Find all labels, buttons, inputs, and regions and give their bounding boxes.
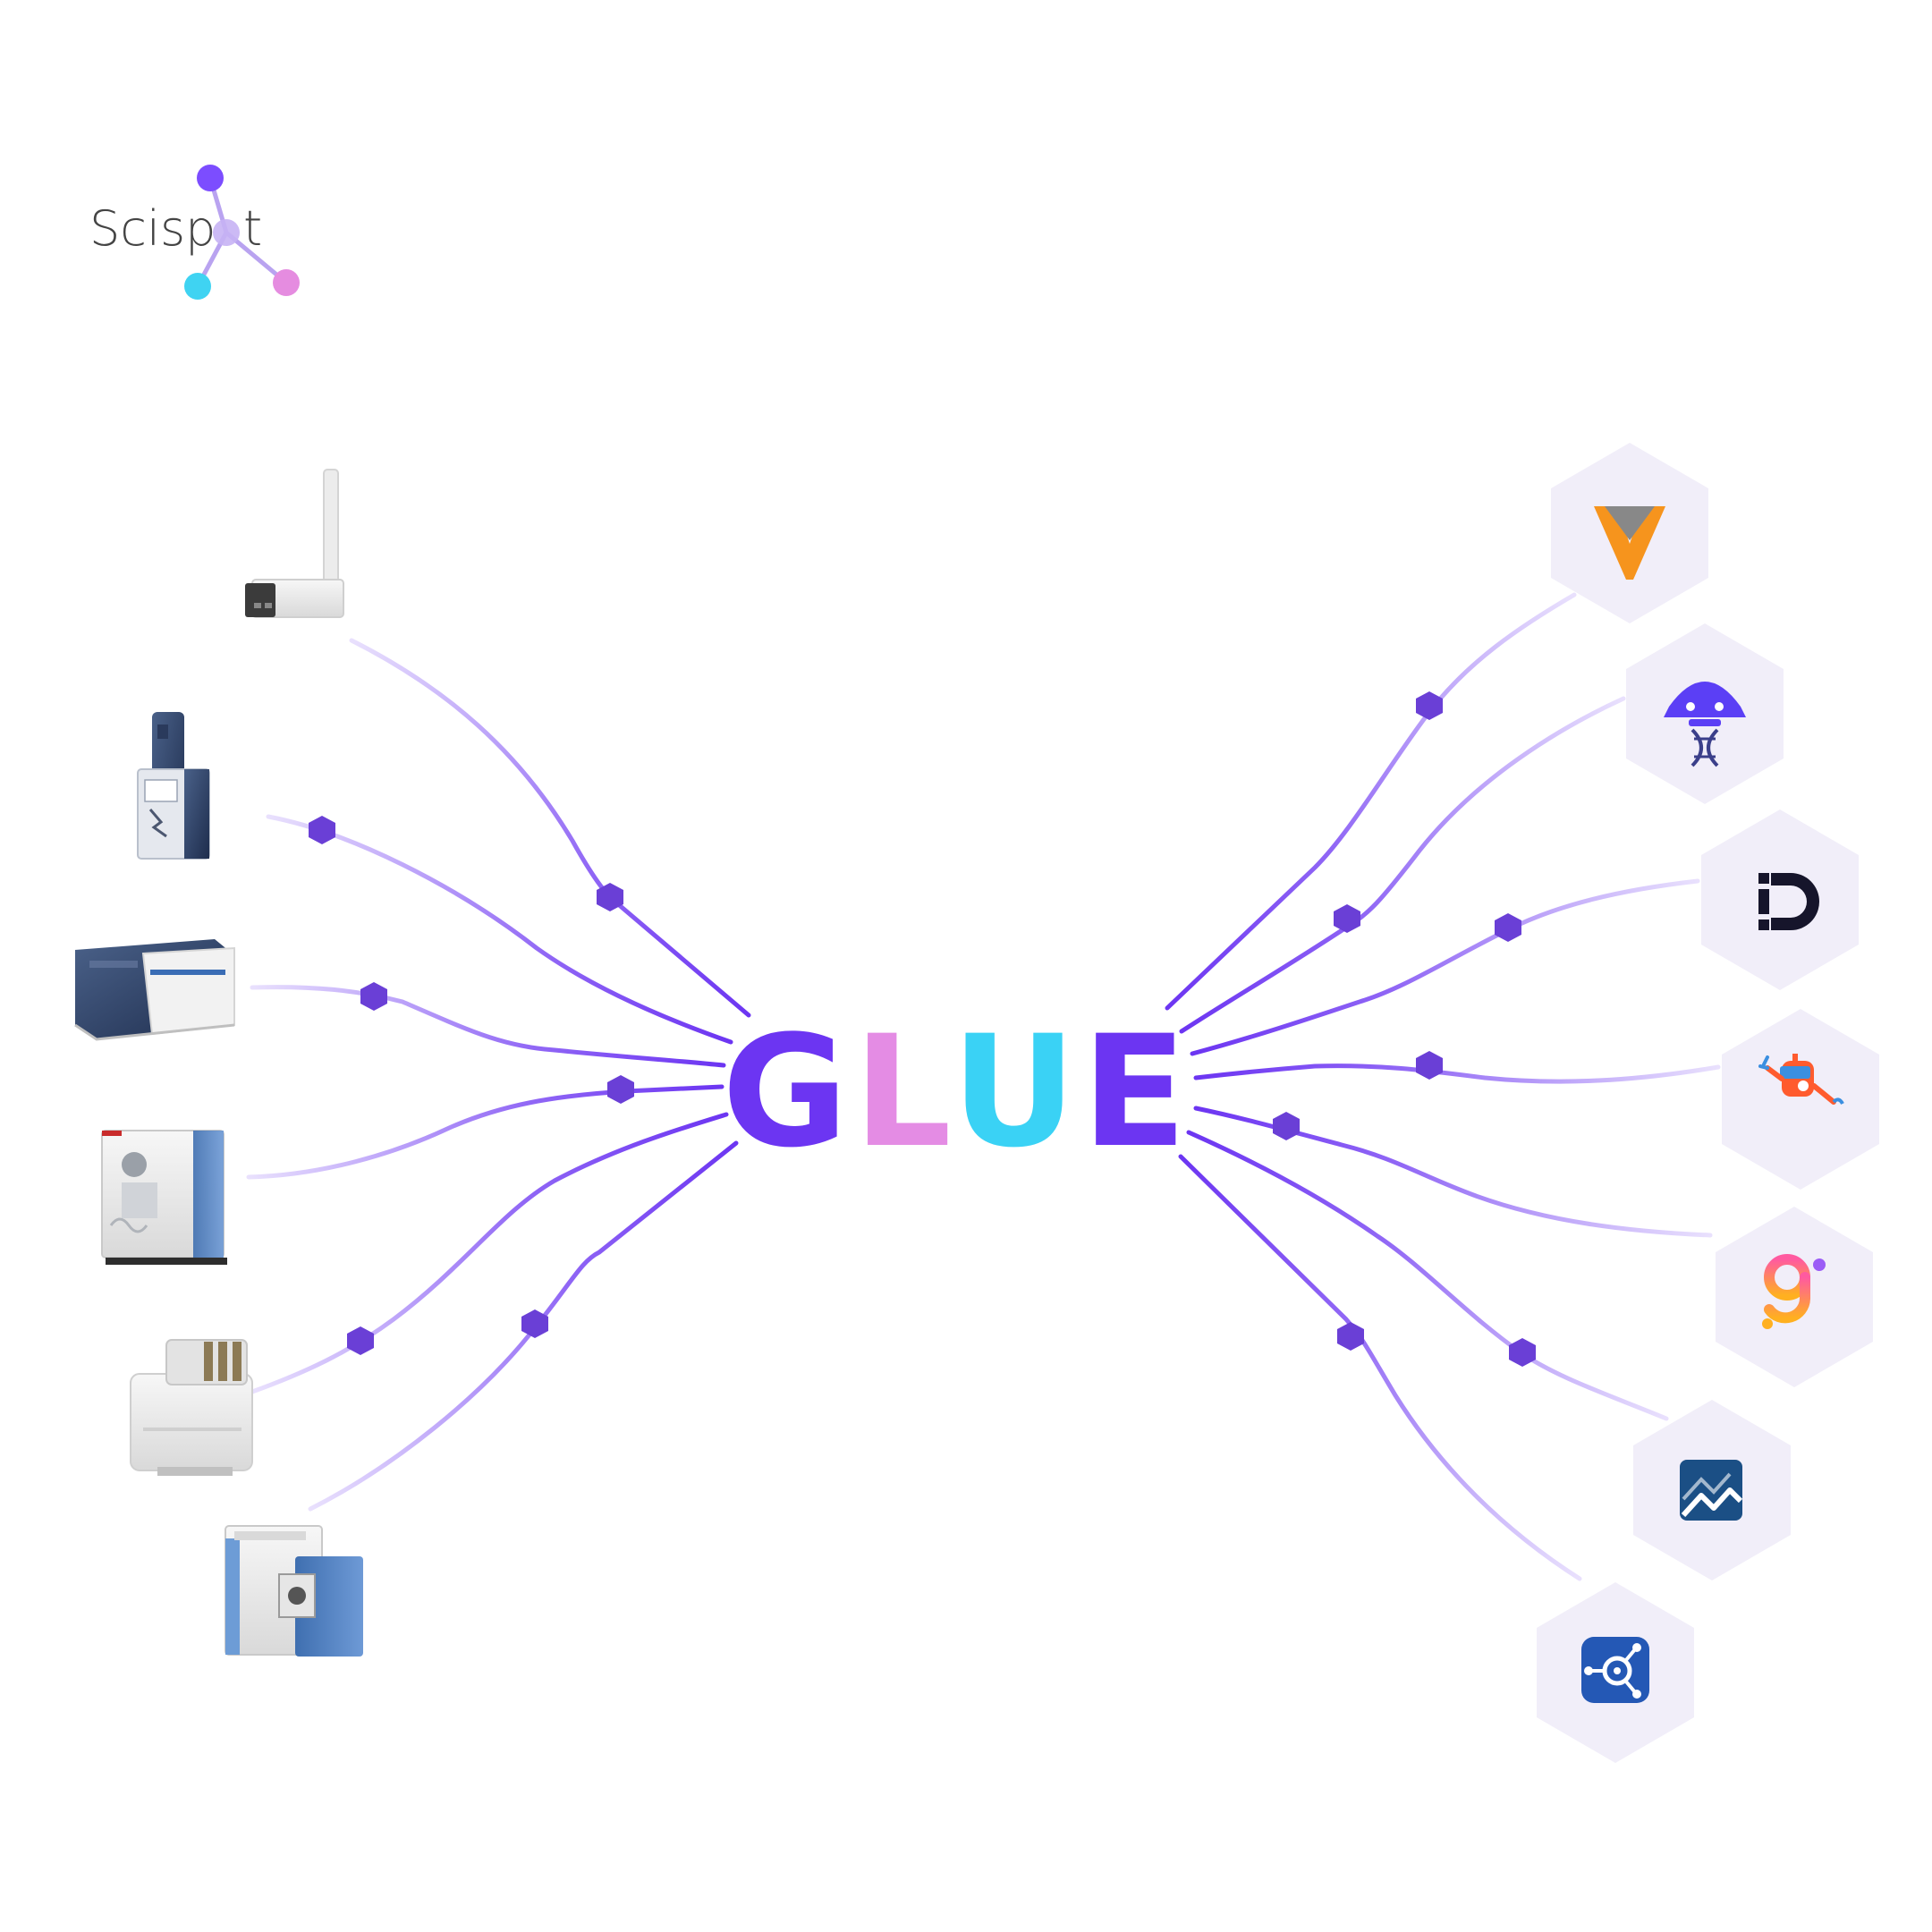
hexagon-bg xyxy=(1722,1009,1879,1190)
logo-text-end: t xyxy=(243,200,262,257)
connection-line xyxy=(1165,592,1577,1011)
glue-letter-e: E xyxy=(1081,1002,1192,1182)
connection-line xyxy=(1193,1063,1721,1084)
scispot-logo: Scisp t xyxy=(89,165,300,300)
logo-node-center xyxy=(213,219,240,246)
node-hexagon xyxy=(521,1309,548,1338)
glue-letter-g: G xyxy=(722,1002,853,1182)
logo-node-cyan xyxy=(184,273,211,300)
d-logo-icon xyxy=(1758,873,1819,930)
node-hexagon xyxy=(309,816,335,844)
mass-spectrometer-icon xyxy=(137,712,210,860)
hexagon-bg xyxy=(1701,809,1859,990)
node-hexagon xyxy=(347,1326,374,1355)
node-hexagon xyxy=(1495,913,1521,942)
node-hexagon xyxy=(1273,1112,1300,1140)
left-connections xyxy=(246,638,751,1512)
connection-line xyxy=(1190,878,1700,1056)
logo-node-purple xyxy=(197,165,224,191)
node-hexagon xyxy=(1416,1051,1443,1080)
glue-letter-l: L xyxy=(853,1002,951,1182)
node-hexagon xyxy=(597,883,623,911)
connection-line xyxy=(308,1140,739,1512)
logo-text-start: Scisp xyxy=(89,200,216,257)
veeva-v-icon xyxy=(1594,506,1665,580)
glue-title: GLUE xyxy=(722,1002,1192,1182)
connection-line xyxy=(1178,1154,1582,1581)
app-hexagons xyxy=(1537,443,1879,1763)
analyzer-instrument-icon xyxy=(130,1339,253,1476)
node-hexagon xyxy=(1337,1322,1364,1351)
connection-nodes xyxy=(309,691,1536,1367)
connection-line xyxy=(266,814,733,1045)
connection-line xyxy=(250,1112,729,1394)
sensor-device-icon xyxy=(245,469,344,618)
connection-line xyxy=(1179,696,1626,1034)
network-hub-icon xyxy=(1581,1637,1649,1703)
connection-line xyxy=(1186,1130,1669,1421)
g-logo-icon xyxy=(1762,1254,1826,1329)
plate-reader-icon xyxy=(74,939,235,1041)
node-hexagon xyxy=(607,1075,634,1104)
node-hexagon xyxy=(360,982,387,1011)
node-hexagon xyxy=(1334,904,1360,933)
glue-letter-u: U xyxy=(952,1002,1082,1182)
connection-line xyxy=(246,1084,724,1180)
genomics-bot-icon xyxy=(1664,682,1746,767)
node-hexagon xyxy=(1416,691,1443,720)
node-hexagon xyxy=(1509,1338,1536,1367)
hplc-system-icon xyxy=(225,1525,363,1657)
mountain-logo-icon xyxy=(1680,1460,1743,1521)
connection-line xyxy=(250,985,726,1068)
logo-node-pink xyxy=(273,269,300,296)
robot-mascot-icon xyxy=(1758,1054,1844,1105)
lc-ms-system-icon xyxy=(101,1130,227,1265)
